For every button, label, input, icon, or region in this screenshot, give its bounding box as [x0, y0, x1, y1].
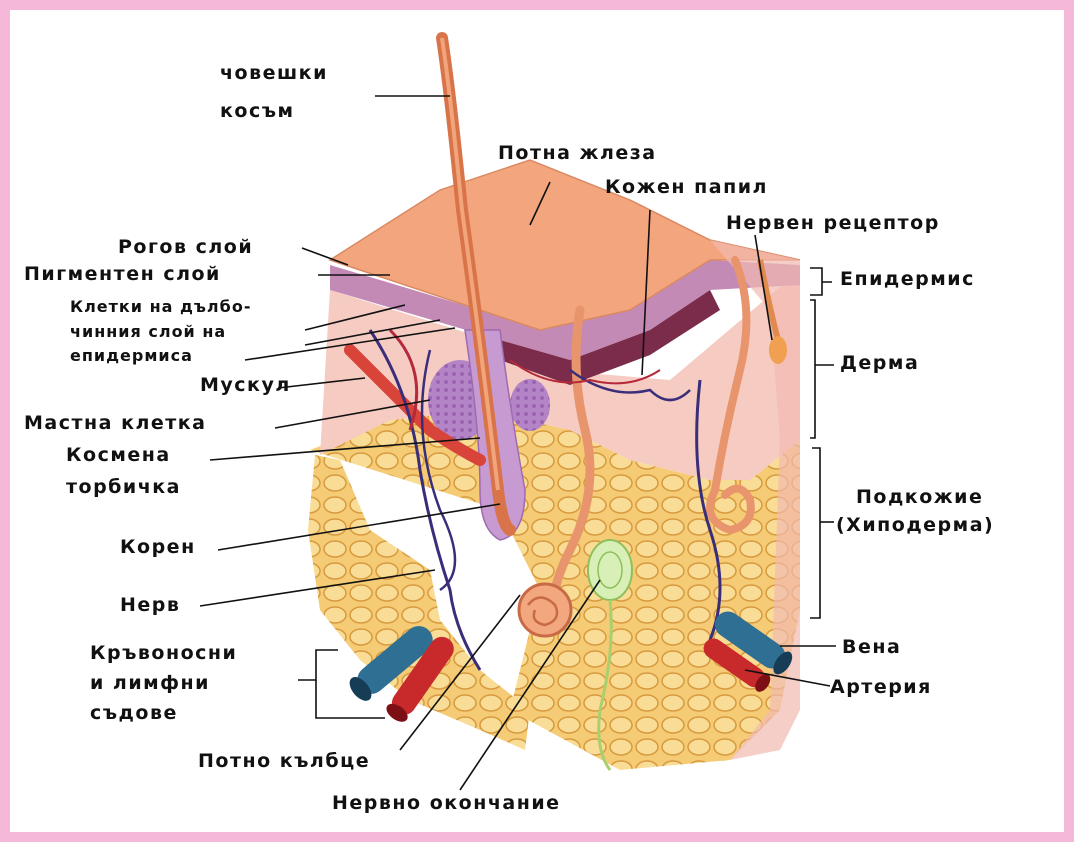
label-nerve: Нерв [120, 594, 180, 617]
label-hypodermis-2: (Хиподерма) [836, 514, 994, 537]
label-artery: Артерия [830, 676, 932, 699]
label-dermis: Дерма [840, 352, 919, 375]
label-follicle-2: торбичка [66, 476, 181, 499]
label-fat-cell: Мастна клетка [24, 412, 207, 435]
label-sweat-gland: Потна жлеза [498, 142, 657, 165]
label-deep-cells-3: епидермиса [70, 346, 193, 365]
label-papilla: Кожен папил [605, 176, 768, 199]
label-epidermis: Епидермис [840, 268, 975, 291]
label-vessels-1: Кръвоносни [90, 642, 237, 665]
label-hair: човешки [220, 62, 328, 85]
label-nerve-ending: Нервно окончание [332, 792, 561, 815]
label-vessels-3: съдове [90, 702, 178, 725]
label-deep-cells-2: чинния слой на [70, 322, 226, 341]
label-deep-cells-1: Клетки на дълбо- [70, 297, 251, 316]
label-root: Корен [120, 536, 196, 559]
lamellar-corpuscle [588, 540, 632, 600]
label-follicle-1: Космена [66, 444, 171, 467]
sweat-coil [519, 584, 571, 636]
label-vessels-2: и лимфни [90, 672, 210, 695]
label-muscle: Мускул [200, 374, 291, 397]
label-sweat-coil: Потно кълбце [198, 750, 370, 773]
label-hair-2: косъм [220, 100, 295, 123]
label-hypodermis-1: Подкожие [856, 486, 983, 509]
label-horny-layer: Рогов слой [118, 236, 253, 259]
diagram-frame: човешки косъм Потна жлеза Кожен папил Не… [10, 10, 1064, 832]
label-pigment-layer: Пигментен слой [24, 263, 221, 286]
label-vein: Вена [842, 636, 901, 659]
label-receptor: Нервен рецептор [726, 212, 940, 235]
